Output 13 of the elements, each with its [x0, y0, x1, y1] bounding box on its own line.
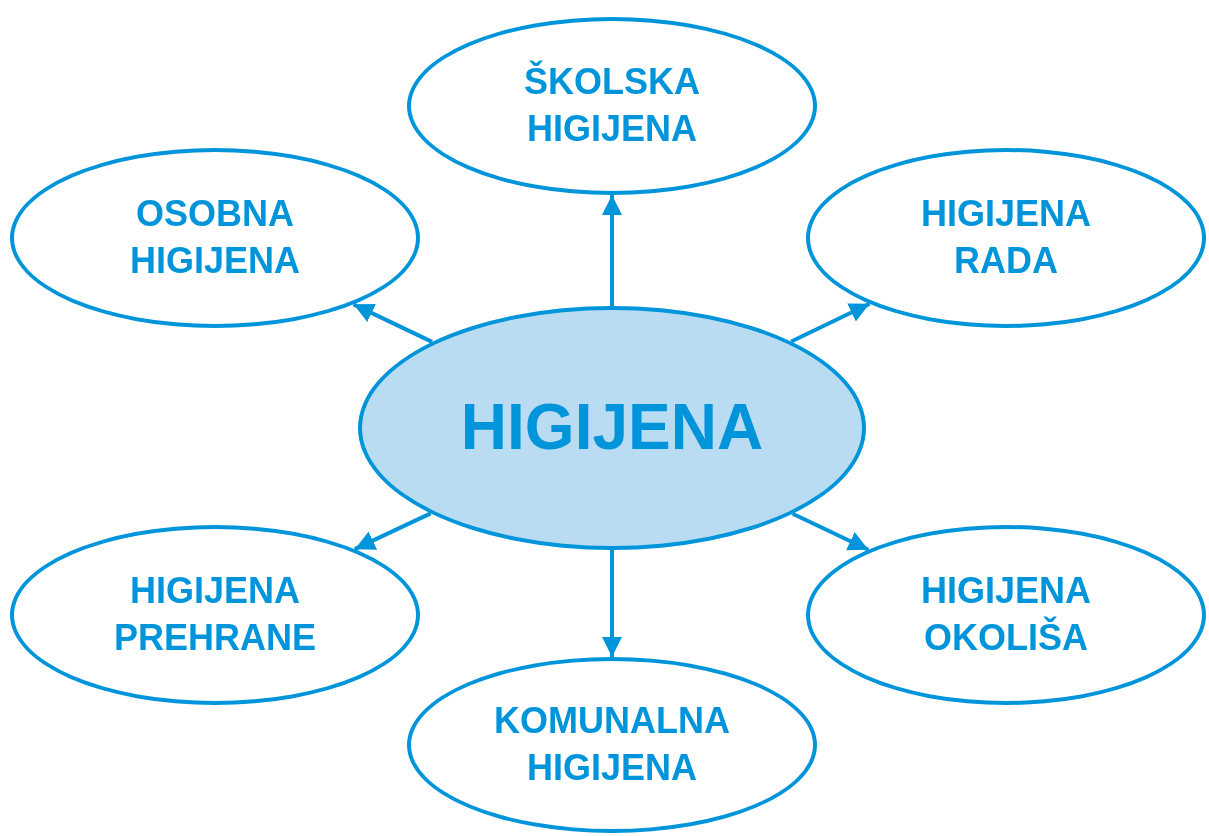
ellipse-label: HIGIJENA	[460, 390, 764, 466]
ellipse-label: ŠKOLSKA HIGIJENA	[523, 59, 701, 151]
arrow	[790, 302, 871, 344]
arrow	[602, 195, 622, 306]
ellipse-label: OSOBNA HIGIJENA	[128, 192, 301, 283]
arrow	[602, 550, 622, 657]
ellipse-label: HIGIJENA OKOLIŠA	[919, 569, 1092, 660]
arrow	[791, 511, 870, 552]
arrow	[352, 302, 433, 344]
ellipse-label: HIGIJENA PREHRANE	[113, 569, 317, 660]
ellipse-label: KOMUNALNA HIGIJENA	[493, 699, 731, 790]
arrow	[353, 511, 432, 551]
ellipse-label: HIGIJENA RADA	[919, 192, 1092, 283]
